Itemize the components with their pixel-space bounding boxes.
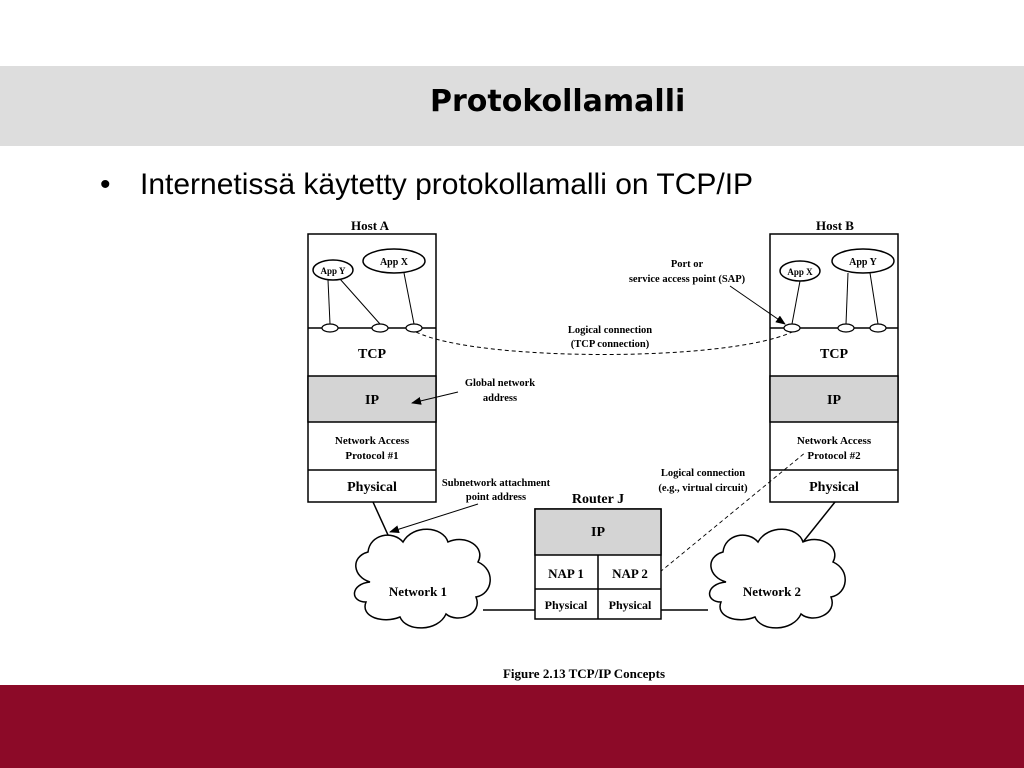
network-2-cloud <box>708 528 846 629</box>
host-a-nap-line2: Protocol #1 <box>345 450 398 462</box>
host-b-ip-label: IP <box>827 393 841 408</box>
router-nap2-label: NAP 2 <box>612 566 648 581</box>
host-b-tcp-label: TCP <box>820 347 848 362</box>
host-a-nap-line1: Network Access <box>335 435 410 447</box>
slide-title: Protokollamalli <box>430 84 686 119</box>
router-physical-left-label: Physical <box>545 598 588 612</box>
network-1-cloud <box>353 528 491 629</box>
host-b-app-y <box>831 248 895 274</box>
logical-vc-label-2: (e.g., virtual circuit) <box>658 483 748 494</box>
host-b-app-y-label: App Y <box>849 257 877 268</box>
router-nap1-label: NAP 1 <box>548 566 584 581</box>
network-1-label: Network 1 <box>389 584 447 599</box>
logical-tcp-connection <box>415 331 793 355</box>
host-b-physical-label: Physical <box>809 480 859 495</box>
subnet-label-1: Subnetwork attachment <box>442 478 551 489</box>
host-b-network-link <box>802 501 836 543</box>
global-address-arrow <box>411 391 459 405</box>
bullet-text: Internetissä käytetty protokollamalli on… <box>140 168 754 201</box>
router-physical-right-label: Physical <box>609 598 652 612</box>
logical-vc-label-1: Logical connection <box>661 468 745 479</box>
host-a-app-y-label: App Y <box>321 266 346 276</box>
host-b-port-1 <box>783 323 801 333</box>
network-2-label: Network 2 <box>743 584 801 599</box>
host-a-label: Host A <box>351 218 390 233</box>
host-b-port-3 <box>869 323 887 333</box>
subnet-label-2: point address <box>466 492 526 503</box>
host-a-port-3 <box>405 323 423 333</box>
host-a-port-2 <box>371 323 389 333</box>
port-label-2: service access point (SAP) <box>629 274 746 285</box>
footer-band <box>0 685 1024 768</box>
host-a-physical-label: Physical <box>347 480 397 495</box>
bullet-marker: • <box>100 168 111 201</box>
router-ip-label: IP <box>591 525 605 540</box>
router-label: Router J <box>572 492 624 507</box>
port-label-1: Port or <box>671 259 704 270</box>
host-b-port-2 <box>837 323 855 333</box>
tcpip-concepts-figure: Host A App Y App X TCP IP Network Access… <box>307 218 899 681</box>
host-a-tcp-label: TCP <box>358 347 386 362</box>
logical-vc-connection <box>659 451 807 573</box>
host-b-label: Host B <box>816 218 854 233</box>
figure-caption: Figure 2.13 TCP/IP Concepts <box>503 666 665 681</box>
host-b-nap-line1: Network Access <box>797 435 872 447</box>
title-band <box>0 66 1024 146</box>
router-stack <box>534 508 662 620</box>
subnet-arrow <box>389 503 479 534</box>
host-b-app-x-label: App X <box>787 267 813 277</box>
global-address-label-1: Global network <box>465 378 535 389</box>
host-a-app-x <box>362 248 426 274</box>
host-a-ip-label: IP <box>365 393 379 408</box>
bullet-item: • Internetissä käytetty protokollamalli … <box>100 168 753 202</box>
logical-tcp-label-1: Logical connection <box>568 325 652 336</box>
host-a-app-y <box>312 259 354 281</box>
host-a-app-x-label: App X <box>380 257 409 268</box>
port-arrow <box>729 285 786 325</box>
host-b-nap-line2: Protocol #2 <box>807 450 861 462</box>
global-address-label-2: address <box>483 393 517 404</box>
host-a-port-1 <box>321 323 339 333</box>
logical-tcp-label-2: (TCP connection) <box>571 339 650 350</box>
